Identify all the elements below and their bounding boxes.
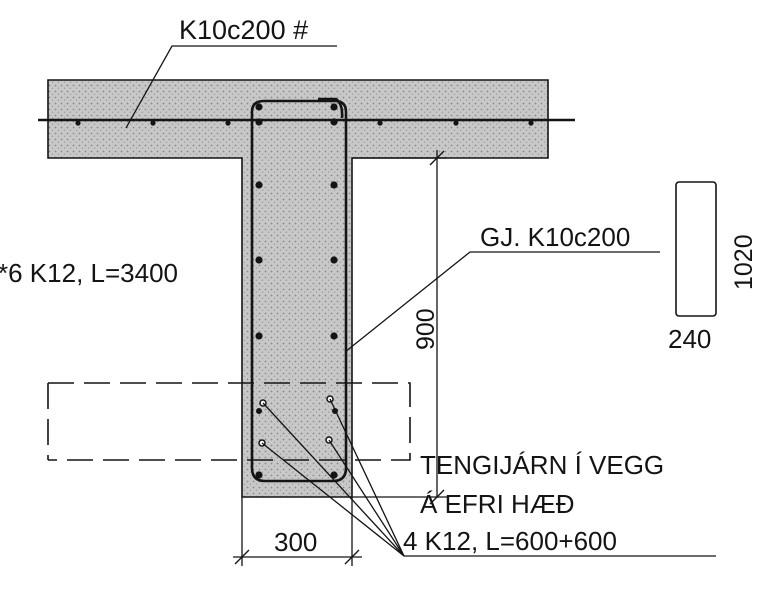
width-dimension [233, 497, 362, 566]
section-width-dimension: 240 [668, 324, 711, 354]
connector-label-line-2: Á EFRI HÆÐ [420, 489, 575, 519]
beam-depth-dimension: 900 [412, 308, 440, 350]
dashed-wall-outline [48, 382, 411, 461]
concrete-t-section [47, 79, 549, 498]
stirrup-label-leader [344, 251, 660, 353]
connector-label-line-1: TENGIJÁRN Í VEGG [420, 450, 664, 480]
beam-width-dimension: 300 [274, 527, 317, 557]
slab-label-leader [125, 45, 337, 129]
stirrup-hook [318, 97, 344, 119]
slab-reinforcement-label: K10c200 # [179, 15, 308, 45]
connector-leaders [261, 398, 716, 557]
stirrup [250, 99, 348, 483]
longitudinal-bars [255, 103, 338, 479]
connector-label-line-3: 4 K12, L=600+600 [403, 526, 617, 556]
wall-section-outline [675, 181, 717, 317]
section-height-dimension: 1020 [730, 234, 758, 290]
stirrup-label: GJ. K10c200 [480, 222, 630, 252]
slab-rebar-dots [75, 120, 534, 126]
longitudinal-bars-label: *6 K12, L=3400 [0, 258, 178, 288]
depth-dimension [352, 150, 447, 505]
